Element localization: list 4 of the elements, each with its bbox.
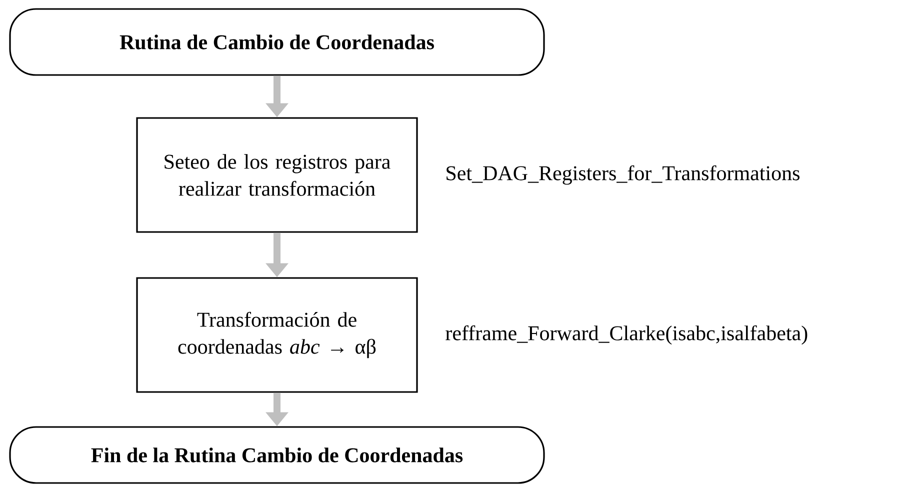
function-name: refframe_Forward_Clarke(isabc,isalfabeta)	[446, 325, 808, 345]
process-box: Seteo de los registros para realizar transformación	[136, 117, 418, 233]
function-name: Set_DAG_Registers_for_Transformations	[446, 165, 800, 185]
process-box: Transformación de coordenadas abc → αβ	[136, 277, 418, 393]
